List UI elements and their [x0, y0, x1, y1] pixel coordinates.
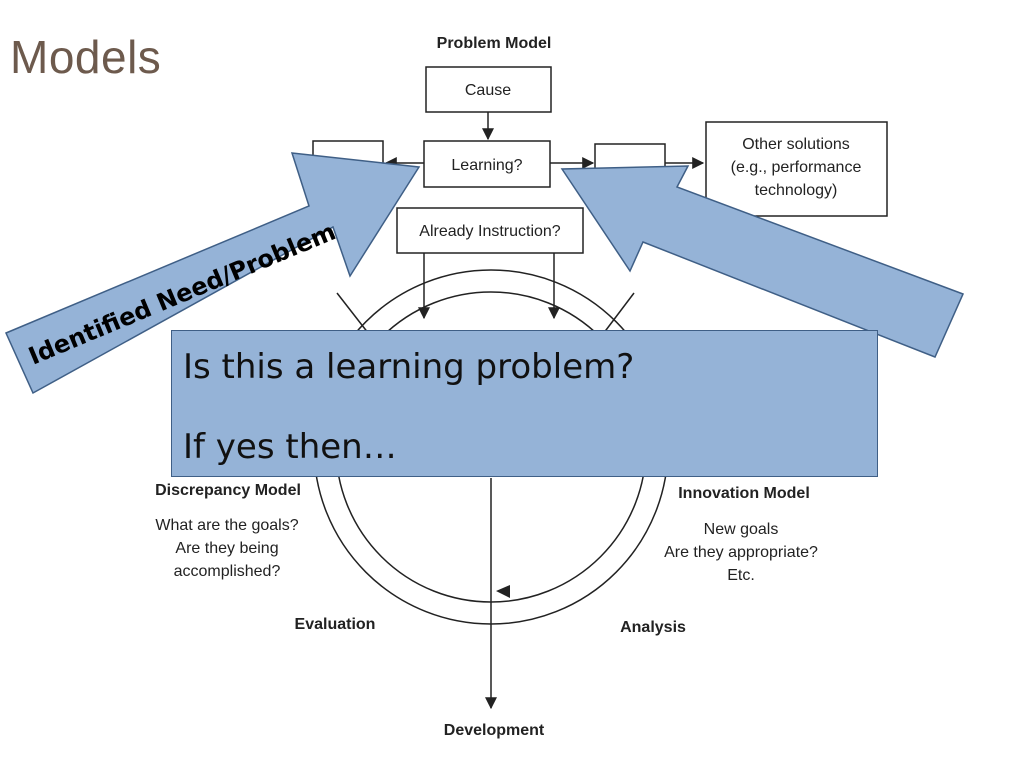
other-solutions-line-3: technology) — [755, 182, 838, 199]
already-instruction-label: Already Instruction? — [419, 223, 561, 240]
identified-need-arrow — [5, 152, 421, 395]
cycle-arrowhead — [496, 585, 510, 598]
learning-problem-callout: Is this a learning problem? If yes then… — [171, 330, 878, 477]
problem-model-title: Problem Model — [437, 35, 552, 52]
callout-followup: If yes then… — [183, 427, 397, 467]
already-instruction-box — [396, 207, 584, 254]
callout-question: Is this a learning problem? — [183, 347, 635, 387]
other-solutions-box — [705, 121, 888, 217]
analysis-label: Analysis — [620, 619, 686, 636]
innovation-line-2: Are they appropriate? — [664, 544, 818, 561]
learning-box — [423, 140, 551, 188]
evaluation-label: Evaluation — [295, 616, 376, 633]
development-label: Development — [444, 722, 545, 739]
discrepancy-line-1: What are the goals? — [155, 517, 298, 534]
innovation-line-3: Etc. — [727, 567, 755, 584]
learning-label: Learning? — [451, 157, 522, 174]
slide-title: Models — [10, 31, 162, 83]
innovation-line-1: New goals — [704, 521, 779, 538]
discrepancy-model-title: Discrepancy Model — [155, 482, 301, 499]
discrepancy-line-2: Are they being — [175, 540, 278, 557]
right-pointer-arrow — [560, 165, 965, 358]
cause-label: Cause — [465, 82, 511, 99]
cause-box — [425, 66, 552, 113]
innovation-model-title: Innovation Model — [678, 485, 810, 502]
other-solutions-line-1: Other solutions — [742, 136, 850, 153]
other-solutions-line-2: (e.g., performance — [731, 159, 862, 176]
discrepancy-line-3: accomplished? — [174, 563, 281, 580]
